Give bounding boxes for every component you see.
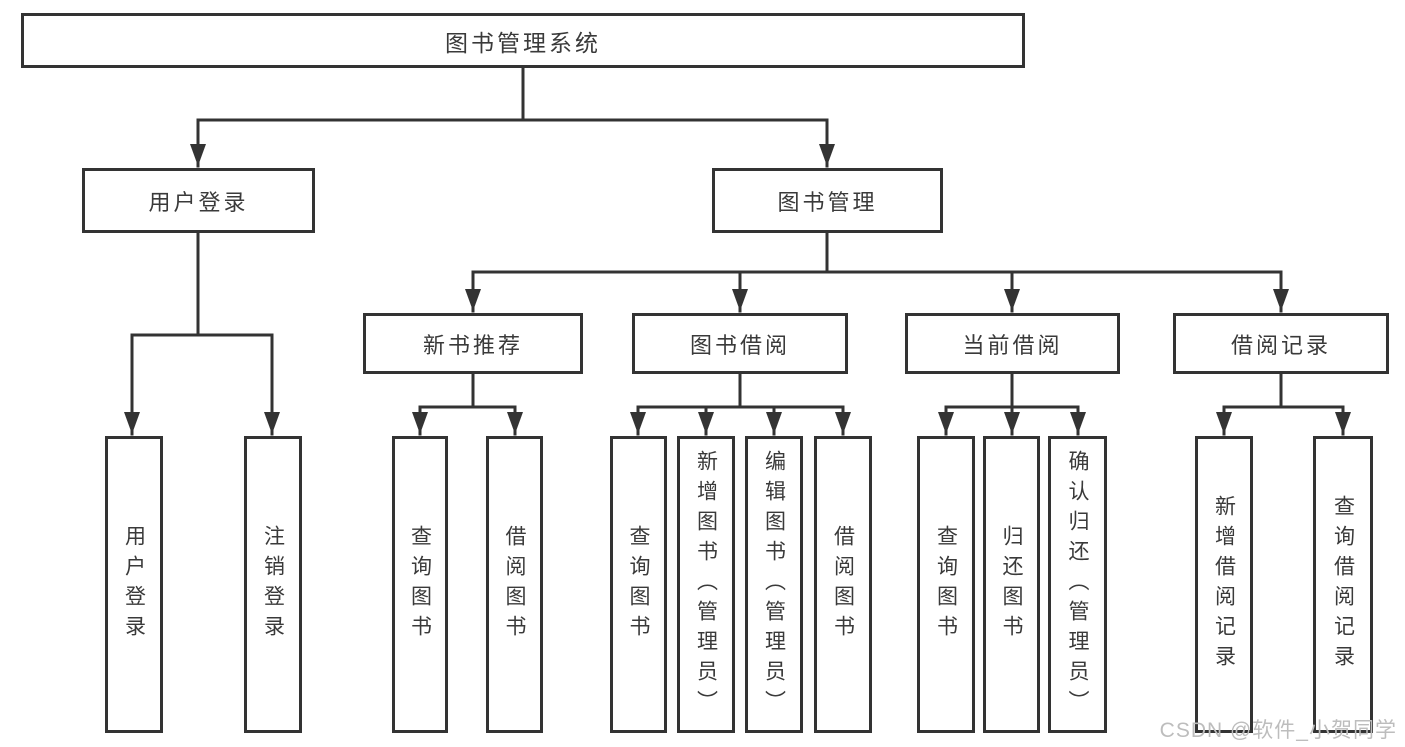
node-current-borrowing-label: 当前借阅 — [962, 332, 1063, 358]
leaf-current-return-books-label: 归还图书 — [1000, 524, 1023, 645]
leaf-borrowing-add-books-admin: 新增图书（管理员） — [677, 436, 735, 733]
node-borrowing-records: 借阅记录 — [1173, 313, 1389, 374]
node-book-management-label: 图书管理 — [777, 189, 878, 215]
leaf-records-query-record: 查询借阅记录 — [1313, 436, 1373, 733]
node-new-book-recommend: 新书推荐 — [363, 313, 583, 374]
node-root-label: 图书管理系统 — [445, 29, 601, 56]
leaf-current-confirm-return-admin: 确认归还（管理员） — [1048, 436, 1107, 733]
leaf-logout-label: 注销登录 — [261, 524, 285, 645]
leaf-recommend-borrow-books: 借阅图书 — [486, 436, 543, 733]
node-user-login-label: 用户登录 — [148, 189, 249, 215]
leaf-current-query-books-label: 查询图书 — [934, 524, 958, 645]
node-current-borrowing: 当前借阅 — [905, 313, 1120, 374]
leaf-current-return-books: 归还图书 — [983, 436, 1040, 733]
leaf-borrowing-add-books-admin-label: 新增图书（管理员） — [694, 449, 718, 720]
leaf-user-login-label: 用户登录 — [122, 524, 146, 645]
leaf-current-confirm-return-admin-label: 确认归还（管理员） — [1066, 449, 1089, 720]
leaf-borrowing-query-books: 查询图书 — [610, 436, 667, 733]
watermark: CSDN @软件_小贺同学 — [1159, 719, 1397, 742]
leaf-borrowing-edit-books-admin: 编辑图书（管理员） — [745, 436, 803, 733]
leaf-user-login: 用户登录 — [105, 436, 163, 733]
node-book-borrowing: 图书借阅 — [632, 313, 848, 374]
leaf-recommend-query-books-label: 查询图书 — [408, 524, 432, 645]
node-new-book-recommend-label: 新书推荐 — [422, 332, 523, 358]
leaf-recommend-query-books: 查询图书 — [392, 436, 448, 733]
node-user-login: 用户登录 — [82, 168, 315, 233]
node-book-borrowing-label: 图书借阅 — [689, 332, 790, 358]
node-borrowing-records-label: 借阅记录 — [1230, 332, 1331, 358]
leaf-records-add-record-label: 新增借阅记录 — [1212, 494, 1236, 675]
leaf-borrowing-borrow-books: 借阅图书 — [814, 436, 872, 733]
leaf-recommend-borrow-books-label: 借阅图书 — [503, 524, 526, 645]
node-root-system: 图书管理系统 — [21, 13, 1025, 68]
leaf-borrowing-query-books-label: 查询图书 — [627, 524, 650, 645]
leaf-logout: 注销登录 — [244, 436, 302, 733]
leaf-borrowing-borrow-books-label: 借阅图书 — [831, 524, 855, 645]
node-book-management: 图书管理 — [712, 168, 943, 233]
leaf-records-add-record: 新增借阅记录 — [1195, 436, 1253, 733]
leaf-current-query-books: 查询图书 — [917, 436, 975, 733]
leaf-borrowing-edit-books-admin-label: 编辑图书（管理员） — [762, 449, 786, 720]
leaf-records-query-record-label: 查询借阅记录 — [1331, 494, 1355, 675]
